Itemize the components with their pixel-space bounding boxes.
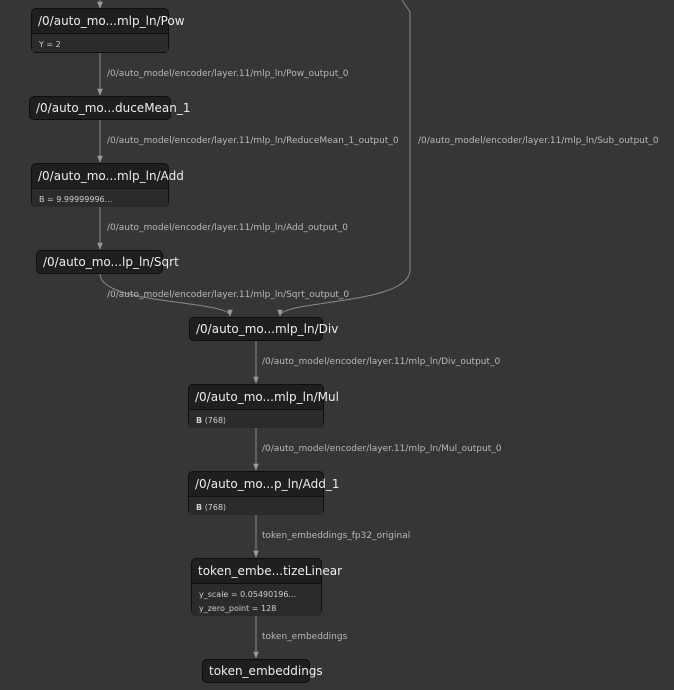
node-quantize-linear[interactable]: token_embe...tizeLinear y_scale = 0.0549… xyxy=(191,558,342,616)
node-sqrt[interactable]: /0/auto_mo...lp_ln/Sqrt xyxy=(36,250,179,274)
edge-label-sub-output: /0/auto_model/encoder/layer.11/mlp_ln/Su… xyxy=(418,136,659,146)
edge-label-add1-output: token_embeddings_fp32_original xyxy=(262,531,411,541)
node-add[interactable]: /0/auto_mo...mlp_ln/Add B = 9.99999996..… xyxy=(31,163,184,207)
node-attribute: Y = 2 xyxy=(39,40,61,49)
node-div[interactable]: /0/auto_mo...mlp_ln/Div xyxy=(189,317,339,341)
edge-label-sqrt-output: /0/auto_model/encoder/layer.11/mlp_ln/Sq… xyxy=(107,290,350,300)
node-title: /0/auto_mo...mlp_ln/Div xyxy=(196,322,339,336)
node-title: /0/auto_mo...mlp_ln/Mul xyxy=(189,385,339,410)
node-attributes: Y = 2 xyxy=(32,34,168,52)
node-attributes: B ⟨768⟩ xyxy=(189,410,323,428)
node-output[interactable]: token_embeddings xyxy=(202,659,323,683)
node-attributes: B = 9.99999996... xyxy=(32,189,168,207)
node-add1[interactable]: /0/auto_mo...p_ln/Add_1 B ⟨768⟩ xyxy=(188,471,339,515)
edge-label-add-output: /0/auto_model/encoder/layer.11/mlp_ln/Ad… xyxy=(107,223,348,233)
node-reducemean[interactable]: /0/auto_mo...duceMean_1 xyxy=(29,96,191,120)
edge-sqrt-to-div xyxy=(99,273,233,317)
node-attributes: y_scale = 0.05490196... y_zero_point = 1… xyxy=(192,584,321,616)
node-attributes: B ⟨768⟩ xyxy=(189,497,323,515)
attribute-value: ⟨768⟩ xyxy=(204,503,227,512)
edge-label-quantize-output: token_embeddings xyxy=(262,632,348,642)
attribute-name: B xyxy=(196,416,203,425)
attribute-name: B xyxy=(196,503,203,512)
node-attribute: B ⟨768⟩ xyxy=(196,414,316,428)
node-title: /0/auto_mo...mlp_ln/Add xyxy=(32,164,184,189)
node-title: /0/auto_mo...p_ln/Add_1 xyxy=(189,472,339,497)
node-title: /0/auto_mo...duceMean_1 xyxy=(36,101,191,115)
node-pow[interactable]: /0/auto_mo...mlp_ln/Pow Y = 2 xyxy=(31,8,185,53)
attribute-value: ⟨768⟩ xyxy=(204,416,227,425)
edge-label-reducemean-output: /0/auto_model/encoder/layer.11/mlp_ln/Re… xyxy=(107,136,399,146)
node-attribute: B = 9.99999996... xyxy=(39,195,113,204)
node-mul[interactable]: /0/auto_mo...mlp_ln/Mul B ⟨768⟩ xyxy=(188,384,339,428)
edge-sub-to-div xyxy=(277,0,411,317)
edge-label-mul-output: /0/auto_model/encoder/layer.11/mlp_ln/Mu… xyxy=(262,444,502,454)
node-title: token_embeddings xyxy=(209,664,323,678)
node-title: token_embe...tizeLinear xyxy=(192,559,342,584)
node-attribute: B ⟨768⟩ xyxy=(196,501,316,515)
node-title: /0/auto_mo...mlp_ln/Pow xyxy=(32,9,185,34)
edge-label-div-output: /0/auto_model/encoder/layer.11/mlp_ln/Di… xyxy=(262,357,501,367)
node-attribute: y_scale = 0.05490196... xyxy=(199,590,297,599)
node-title: /0/auto_mo...lp_ln/Sqrt xyxy=(43,255,179,269)
edge-label-pow-output: /0/auto_model/encoder/layer.11/mlp_ln/Po… xyxy=(107,69,349,79)
node-attribute: y_zero_point = 128 xyxy=(199,604,277,613)
